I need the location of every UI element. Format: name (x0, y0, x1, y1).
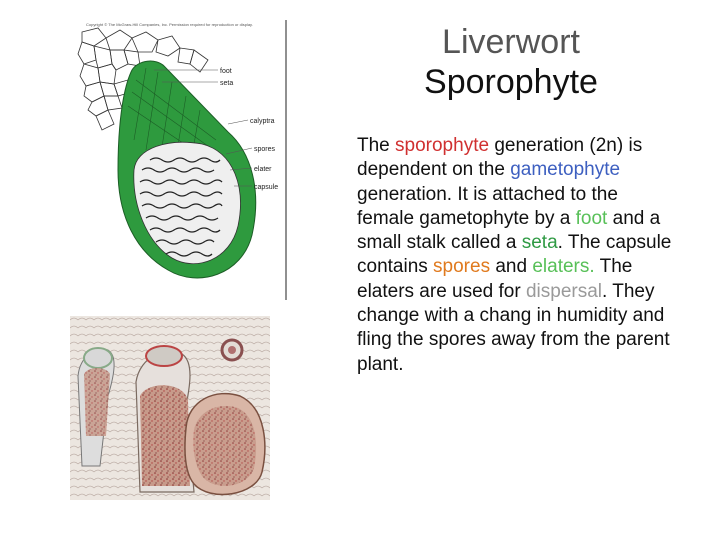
label-capsule: capsule (254, 184, 278, 191)
slide-title: Liverwort Sporophyte (386, 22, 636, 102)
diagram-copyright: Copyright © The McGraw-Hill Companies, I… (86, 22, 253, 27)
term-elaters: elaters. (532, 256, 595, 278)
body-text-6: and (490, 256, 533, 278)
body-text-7: The elaters are used for (357, 256, 633, 302)
title-line-1: Liverwort (442, 23, 580, 61)
body-text-2: generation (2n) is dependent on the (357, 135, 643, 181)
body-paragraph: The sporophyte generation (2n) is depend… (357, 134, 677, 377)
sporophyte-diagram-svg: foot seta calyptra spores elater capsule (77, 20, 287, 300)
body-text-8: . They change with a chang in humidity a… (357, 280, 670, 375)
term-spores: spores (433, 256, 491, 278)
body-text-5: . The capsule contains (357, 232, 672, 278)
sporophyte-micrograph (70, 316, 270, 500)
label-spores: spores (254, 146, 276, 153)
label-seta: seta (220, 80, 233, 87)
label-elater: elater (254, 166, 272, 173)
sporophyte-diagram: Copyright © The McGraw-Hill Companies, I… (76, 20, 288, 300)
micrograph-svg (70, 316, 270, 500)
term-foot: foot (575, 207, 608, 229)
elater-strands (139, 157, 223, 257)
term-dispersal: dispersal (525, 280, 603, 302)
body-text-4: and a small stalk called a (357, 207, 661, 254)
label-foot: foot (220, 68, 232, 75)
title-line-2: Sporophyte (424, 63, 598, 101)
label-leaders (154, 69, 253, 187)
body-text-1: The (357, 135, 396, 156)
body-text-3: generation. It is attached to the female… (357, 183, 618, 229)
term-sporophyte: sporophyte (395, 135, 490, 156)
term-gametophyte: gametophyte (510, 159, 621, 181)
term-seta: seta (521, 232, 558, 254)
label-calyptra: calyptra (250, 118, 275, 125)
